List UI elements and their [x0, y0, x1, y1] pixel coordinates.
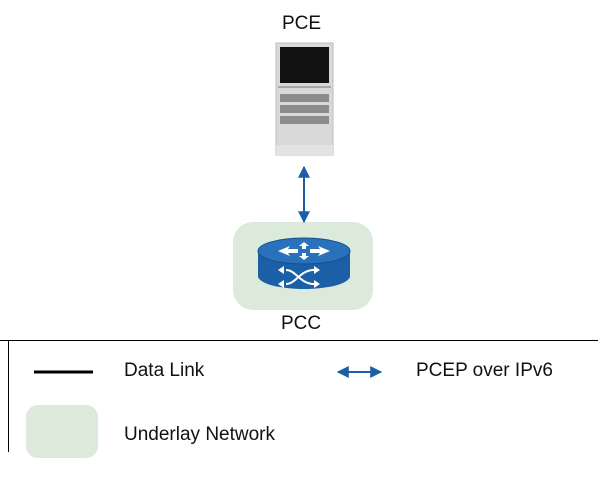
pce-label: PCE	[282, 13, 322, 34]
pcc-label: PCC	[281, 313, 322, 334]
legend-underlay-label: Underlay Network	[124, 424, 275, 445]
legend-data-link-label: Data Link	[124, 360, 205, 381]
legend-underlay-sample	[26, 405, 98, 458]
legend-pcep-label: PCEP over IPv6	[416, 360, 553, 381]
server-icon	[275, 42, 334, 156]
router-icon	[257, 237, 351, 289]
